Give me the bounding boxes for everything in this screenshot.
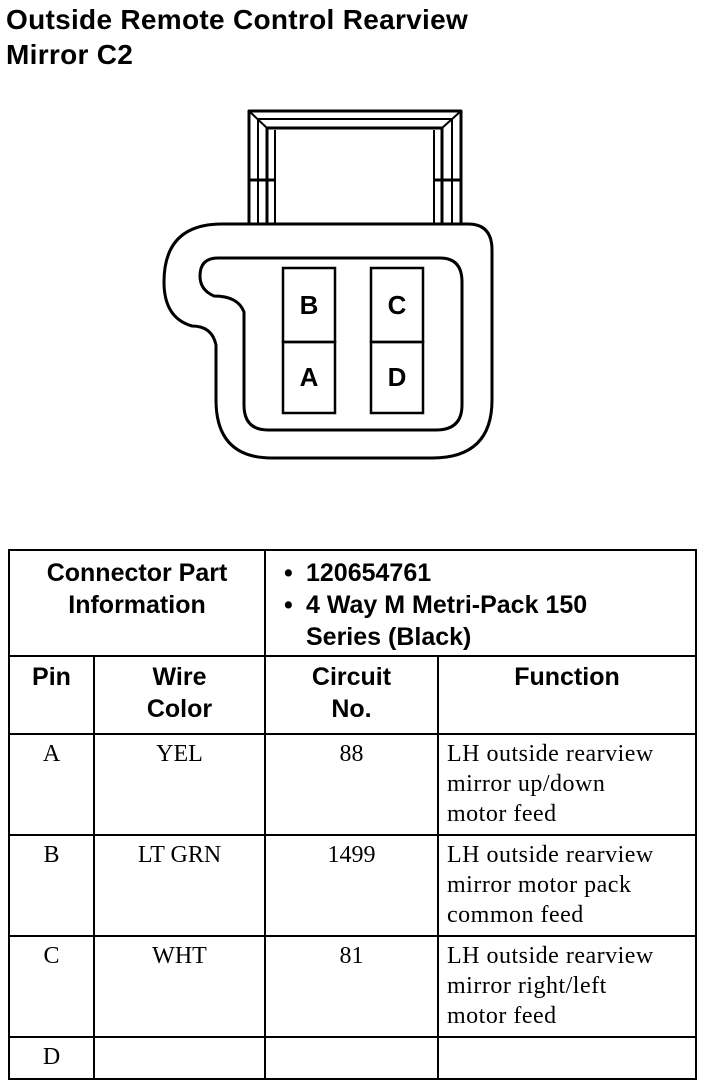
bullet-icon: •	[284, 591, 293, 619]
cavity-a	[281, 340, 337, 415]
title-line-2: Mirror C2	[6, 39, 134, 70]
pinout-table: Connector Part Information • 120654761 •…	[8, 549, 698, 1080]
cavity-d	[369, 340, 425, 415]
cavity-label-d: D	[388, 362, 407, 392]
circuit-cell: 88	[264, 733, 439, 836]
connector-info-row: Connector Part Information • 120654761 •…	[8, 549, 698, 657]
connector-inner-outline	[198, 256, 464, 432]
pin-cell: A	[8, 733, 95, 836]
info-label-line-1: Connector Part	[46, 559, 228, 587]
part-number-item: • 120654761	[284, 557, 695, 589]
cavity-label-b: B	[300, 290, 319, 320]
function-cell: LH outside rearview mirror up/down motor…	[436, 733, 698, 836]
connector-latch	[247, 109, 463, 226]
connector-info-label: Connector Part Information	[8, 549, 266, 657]
circuit-cell	[264, 1036, 439, 1080]
header-wire-color: Wire Color	[93, 655, 266, 735]
circuit-cell: 1499	[264, 834, 439, 937]
table-row: B LT GRN 1499 LH outside rearview mirror…	[8, 834, 698, 937]
connector-face-diagram: B C A D	[162, 109, 494, 460]
info-label-line-2: Information	[68, 591, 206, 619]
page-title: Outside Remote Control Rearview Mirror C…	[6, 2, 686, 72]
function-cell	[436, 1036, 698, 1080]
connector-info-values: • 120654761 • 4 Way M Metri-Pack 150 Ser…	[263, 549, 698, 657]
pin-cell: D	[8, 1036, 95, 1080]
description-item: • 4 Way M Metri-Pack 150	[284, 589, 695, 621]
part-number: 120654761	[306, 559, 432, 587]
function-cell: LH outside rearview mirror motor pack co…	[436, 834, 698, 937]
header-circuit-no: Circuit No.	[264, 655, 439, 735]
table-row: D	[8, 1036, 698, 1080]
header-row: Pin Wire Color Circuit No. Function	[8, 655, 698, 735]
description-line-1: 4 Way M Metri-Pack 150	[306, 591, 588, 619]
wire-color-cell: WHT	[93, 935, 266, 1038]
bullet-icon: •	[284, 559, 293, 587]
wire-color-cell: YEL	[93, 733, 266, 836]
pin-cell: C	[8, 935, 95, 1038]
connector-housing-outline	[162, 222, 494, 460]
description-line-2: Series (Black)	[306, 623, 472, 651]
cavity-label-a: A	[300, 362, 319, 392]
table-row: A YEL 88 LH outside rearview mirror up/d…	[8, 733, 698, 836]
table-row: C WHT 81 LH outside rearview mirror righ…	[8, 935, 698, 1038]
wire-color-cell	[93, 1036, 266, 1080]
cavity-label-c: C	[388, 290, 407, 320]
wire-color-cell: LT GRN	[93, 834, 266, 937]
header-pin: Pin	[8, 655, 95, 735]
function-cell: LH outside rearview mirror right/left mo…	[436, 935, 698, 1038]
header-function: Function	[436, 655, 698, 735]
pin-cell: B	[8, 834, 95, 937]
circuit-cell: 81	[264, 935, 439, 1038]
title-line-1: Outside Remote Control Rearview	[6, 4, 469, 35]
